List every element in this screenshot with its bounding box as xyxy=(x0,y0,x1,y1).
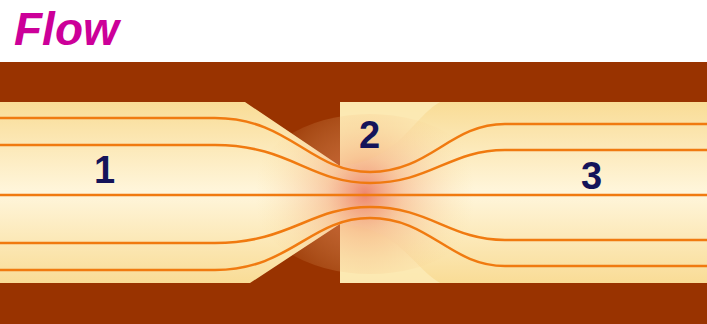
streamlines xyxy=(0,118,707,270)
region-number: 1 xyxy=(94,151,115,189)
title: Flow xyxy=(14,6,119,52)
fluid-region xyxy=(0,102,707,283)
pipe-wall xyxy=(0,62,707,324)
region-number: 3 xyxy=(581,157,602,195)
region-number: 2 xyxy=(359,116,380,154)
